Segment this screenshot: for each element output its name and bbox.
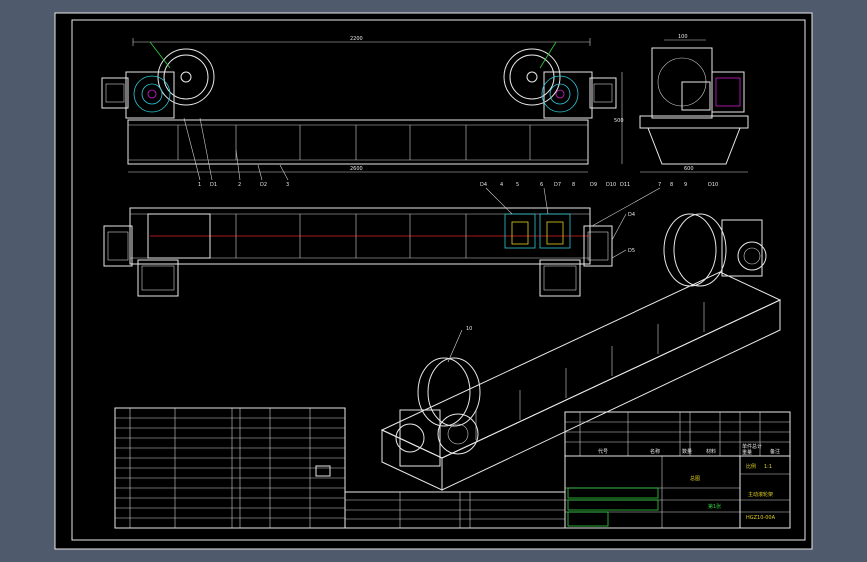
drawing-frame	[71, 19, 806, 541]
product-name: 主动滚轮架	[748, 491, 773, 498]
callout-right-d5: D5	[628, 248, 635, 254]
side-view: 100 600	[639, 34, 749, 173]
callout-front-d1: D1	[210, 182, 217, 188]
header-code: 代号	[598, 448, 608, 455]
dim-bottom-span: 2600	[350, 166, 363, 172]
callout-iso-10: 10	[466, 326, 472, 332]
header-remark: 备注	[770, 448, 780, 455]
callout-plan-8b: 8	[670, 182, 673, 188]
drawing-number: HGZ10-00A	[746, 515, 776, 521]
callout-plan-4: 4	[500, 182, 503, 188]
header-name: 名称	[650, 448, 660, 455]
callout-plan-8: 8	[572, 182, 575, 188]
dim-height-right: 500	[614, 118, 624, 124]
callout-right-d4: D4	[628, 212, 635, 218]
callout-front-2: 2	[238, 182, 241, 188]
callout-plan-d4: D4	[480, 182, 487, 188]
callout-plan-6: 6	[540, 182, 543, 188]
callout-plan-5: 5	[516, 182, 519, 188]
callout-plan-d10b: D10	[708, 182, 718, 188]
callout-plan-d7: D7	[554, 182, 561, 188]
callout-plan-d9: D9	[590, 182, 597, 188]
callout-front-1: 1	[198, 182, 201, 188]
title-block: 代号 名称 数量 材料 单件 总计 重量 备注 总图 主动滚轮架 HGZ10-0…	[564, 411, 791, 529]
callout-plan-d10: D10	[606, 182, 616, 188]
dim-top-span: 2200	[350, 36, 363, 42]
main-title: 总图	[690, 475, 700, 482]
sheet-number: 第1张	[708, 503, 721, 510]
dim-side-top: 100	[678, 34, 688, 40]
callout-plan-7: 7	[658, 182, 661, 188]
front-elevation-view: 2200 500	[101, 36, 624, 188]
scale-value: 1:1	[764, 464, 772, 470]
header-qty: 数量	[682, 448, 692, 455]
isometric-view: 10	[380, 213, 782, 491]
parts-list-table	[114, 407, 346, 529]
callout-plan-d11: D11	[620, 182, 630, 188]
header-single: 单件	[742, 443, 752, 450]
callout-plan-9: 9	[684, 182, 687, 188]
header-material: 材料	[706, 448, 716, 455]
callout-front-d2: D2	[260, 182, 267, 188]
plan-view: D4 4 5 6 D7 8 D9 D10 D11 7 8 9 D10 D4 D5	[103, 182, 718, 297]
scale-label: 比例	[746, 463, 756, 470]
drawing-sheet	[54, 12, 813, 550]
dim-side-bottom: 600	[684, 166, 694, 172]
callout-front-3: 3	[286, 182, 289, 188]
header-weight: 重量	[742, 449, 752, 456]
header-total: 总计	[752, 443, 762, 450]
